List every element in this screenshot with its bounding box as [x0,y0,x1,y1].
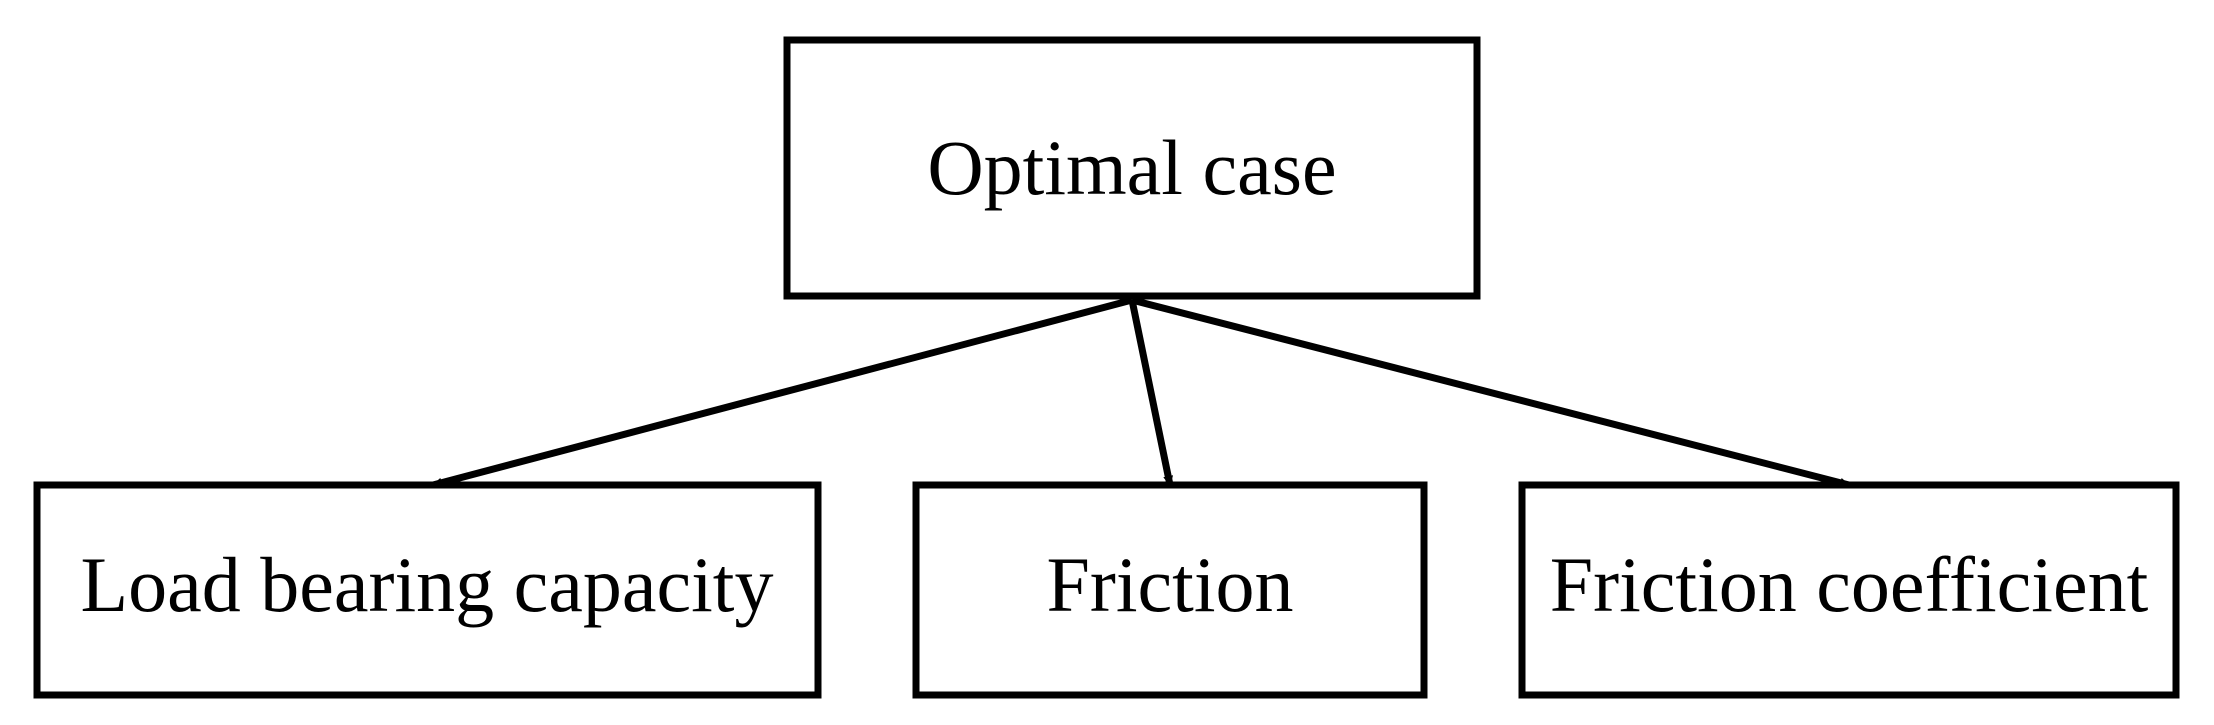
root-node-box [783,36,1481,300]
arrow-root-to-load-bearing-capacity [432,296,1133,489]
arrow-root-to-friction [1128,299,1174,486]
child-node-label: Friction [1047,541,1294,628]
child-node-label: Friction coefficient [1550,541,2149,628]
child-node-box [1518,481,2180,699]
child-node-friction: Friction [912,481,1428,699]
root-node-label: Optimal case [927,124,1336,211]
root-node: Optimal case [783,36,1481,300]
child-node-box [33,481,822,699]
child-node-friction-coefficient: Friction coefficient [1518,481,2180,699]
arrow-root-to-friction-coefficient [1131,296,1850,489]
child-node-label: Load bearing capacity [81,541,774,628]
child-node-load-bearing-capacity: Load bearing capacity [33,481,822,699]
